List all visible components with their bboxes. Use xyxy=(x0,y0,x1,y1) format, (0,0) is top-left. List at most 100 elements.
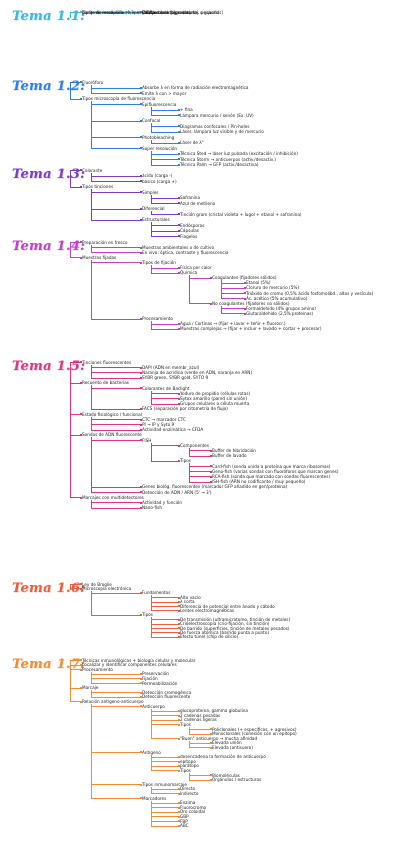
tree-node-label: Etanol (5%) xyxy=(246,280,271,286)
tree-node: básico (carga +) xyxy=(142,179,177,184)
branch-arrow xyxy=(139,317,142,320)
tree-node-label: RCA-fish (sonda que marcado con sondas f… xyxy=(212,473,331,479)
tree-node: Epifluorescencia xyxy=(142,102,176,107)
branch-line xyxy=(91,262,141,264)
branch-line xyxy=(189,726,190,735)
tree-node: Detección de ADN / ARN (5' → 3') xyxy=(142,490,212,495)
tree-node: Antígeno xyxy=(142,750,161,755)
branch-line xyxy=(151,398,179,400)
branch-line xyxy=(70,82,81,83)
branch-arrow xyxy=(139,439,142,442)
branch-line xyxy=(221,287,245,289)
tree-node: Photobleaching xyxy=(142,135,174,140)
tree-node: Etanol (5%) xyxy=(246,280,270,285)
tree-node: Geno-fish (varias sondas con fluoróforos… xyxy=(212,469,338,474)
tree-node-label: Emite λ con > mayor xyxy=(142,90,187,96)
tree-node-label: Relación antígeno-anticuerpo xyxy=(82,698,144,704)
tree-node-label: desencadena la formación de anticuerpo xyxy=(180,754,266,760)
tree-node: Diferencia de potencial entre ánodo y cá… xyxy=(180,604,275,609)
branch-line xyxy=(91,12,141,13)
branch-arrow xyxy=(243,312,246,315)
branch-line xyxy=(91,93,141,94)
branch-arrow xyxy=(139,371,142,374)
branch-line xyxy=(70,497,81,498)
tree-node-label: "Buen" anticuerpo → mucha afinidad xyxy=(180,735,258,741)
branch-line xyxy=(91,137,141,138)
section-title: Tema 1.2: xyxy=(12,79,86,94)
tree-node-label: Colorantes de Baclight xyxy=(142,385,190,391)
branch-arrow xyxy=(209,779,212,781)
tree-node-label: Anticuerpo xyxy=(142,703,165,709)
tree-node-label: Elevada (antisuero) xyxy=(212,744,253,750)
tree-node-label: Componentes xyxy=(180,442,210,448)
branch-line xyxy=(91,592,141,594)
branch-arrow xyxy=(139,592,142,595)
tree-node-label: Campo claro (pigmentadas o grasas) xyxy=(142,9,220,15)
branch-arrow xyxy=(177,108,180,111)
tree-node-label: Fundamentos xyxy=(142,590,171,596)
tree-node-label: glucoproteína, gamma globulina xyxy=(180,708,248,714)
branch-arrow xyxy=(139,423,142,426)
branch-line xyxy=(151,211,152,215)
tree-node-label: Ley de Broglie xyxy=(82,581,112,587)
tree-node-label: Lentes electromagnéticas xyxy=(180,607,235,613)
branch-arrow xyxy=(177,623,180,625)
branch-arrow xyxy=(139,614,142,617)
tree-node-label: Simples xyxy=(142,189,159,195)
branch-arrow xyxy=(177,710,180,712)
tree-node: Glutaraldehído (2,5% proteínas) xyxy=(246,311,313,316)
tree-node: Confocal xyxy=(142,118,160,123)
tree-node: Campo oscuro (grasas) xyxy=(142,10,191,15)
branch-line xyxy=(151,628,179,629)
tree-node: FACS (separación por citometría de flujo… xyxy=(142,406,228,411)
tree-node: Azul de metileno xyxy=(180,201,215,206)
branch-arrow xyxy=(177,130,180,133)
tree-node-label: Antígeno xyxy=(142,749,161,755)
branch-line xyxy=(151,786,152,795)
branch-arrow xyxy=(79,413,82,416)
branch-line xyxy=(70,170,81,171)
tree-node: ISH-fish (ARN no codificante / muy peque… xyxy=(212,479,305,484)
tree-node-label: Permeabilización xyxy=(142,680,178,686)
branch-line xyxy=(70,701,81,703)
tree-node-label: SYBR green, SYBR gold, SYTO 9 xyxy=(142,375,209,381)
branch-line xyxy=(151,597,179,598)
tree-node-label: Lámpara mercurio / xenón (Ex. UV) xyxy=(180,112,254,118)
tree-node-label: básico (carga +) xyxy=(142,178,177,184)
branch-arrow xyxy=(177,323,180,325)
tree-node-label: Photobleaching xyxy=(142,134,175,140)
branch-arrow xyxy=(79,169,82,172)
tree-node-label: Diagramas confocales / Pin-holes xyxy=(180,123,250,129)
branch-line xyxy=(91,492,141,493)
section-title: Tema 1.3: xyxy=(12,167,86,182)
tree-node: Fundamentos xyxy=(142,590,170,595)
branch-line xyxy=(151,267,179,269)
tree-node-label: Procesamiento xyxy=(82,666,113,672)
tree-node-label: Orgánulos / estructuras xyxy=(212,777,262,783)
branch-line xyxy=(91,507,141,509)
branch-line xyxy=(91,175,141,177)
tree-node: Buffer de lavado xyxy=(212,453,247,458)
branch-line xyxy=(91,416,92,431)
tree-node-label: Microscopía electrónica xyxy=(82,585,132,591)
branch-line xyxy=(189,747,211,749)
branch-arrow xyxy=(177,609,180,612)
branch-line xyxy=(70,175,71,188)
tree-node-label: epítopo xyxy=(180,758,196,764)
branch-line xyxy=(91,244,92,253)
branch-arrow xyxy=(177,397,180,400)
branch-line xyxy=(70,362,71,368)
branch-arrow xyxy=(177,163,180,166)
tree-node: Diagramas confocales / Pin-holes xyxy=(180,124,249,129)
tree-node-label: Física por calor xyxy=(180,265,212,270)
branch-arrow xyxy=(139,705,142,708)
tree-node: RCA-fish (sonda que marcado con sondas f… xyxy=(212,474,330,479)
branch-line xyxy=(151,236,179,237)
tree-node: poder de resolución xyxy=(82,10,124,15)
tree-node-label: poder de resolución xyxy=(82,9,124,15)
tree-node-label: Nano-fish xyxy=(142,505,162,511)
branch-line xyxy=(91,424,141,426)
tree-node-label: Tipos tinciones xyxy=(82,184,114,189)
tree-node: Endósporas xyxy=(180,223,204,228)
